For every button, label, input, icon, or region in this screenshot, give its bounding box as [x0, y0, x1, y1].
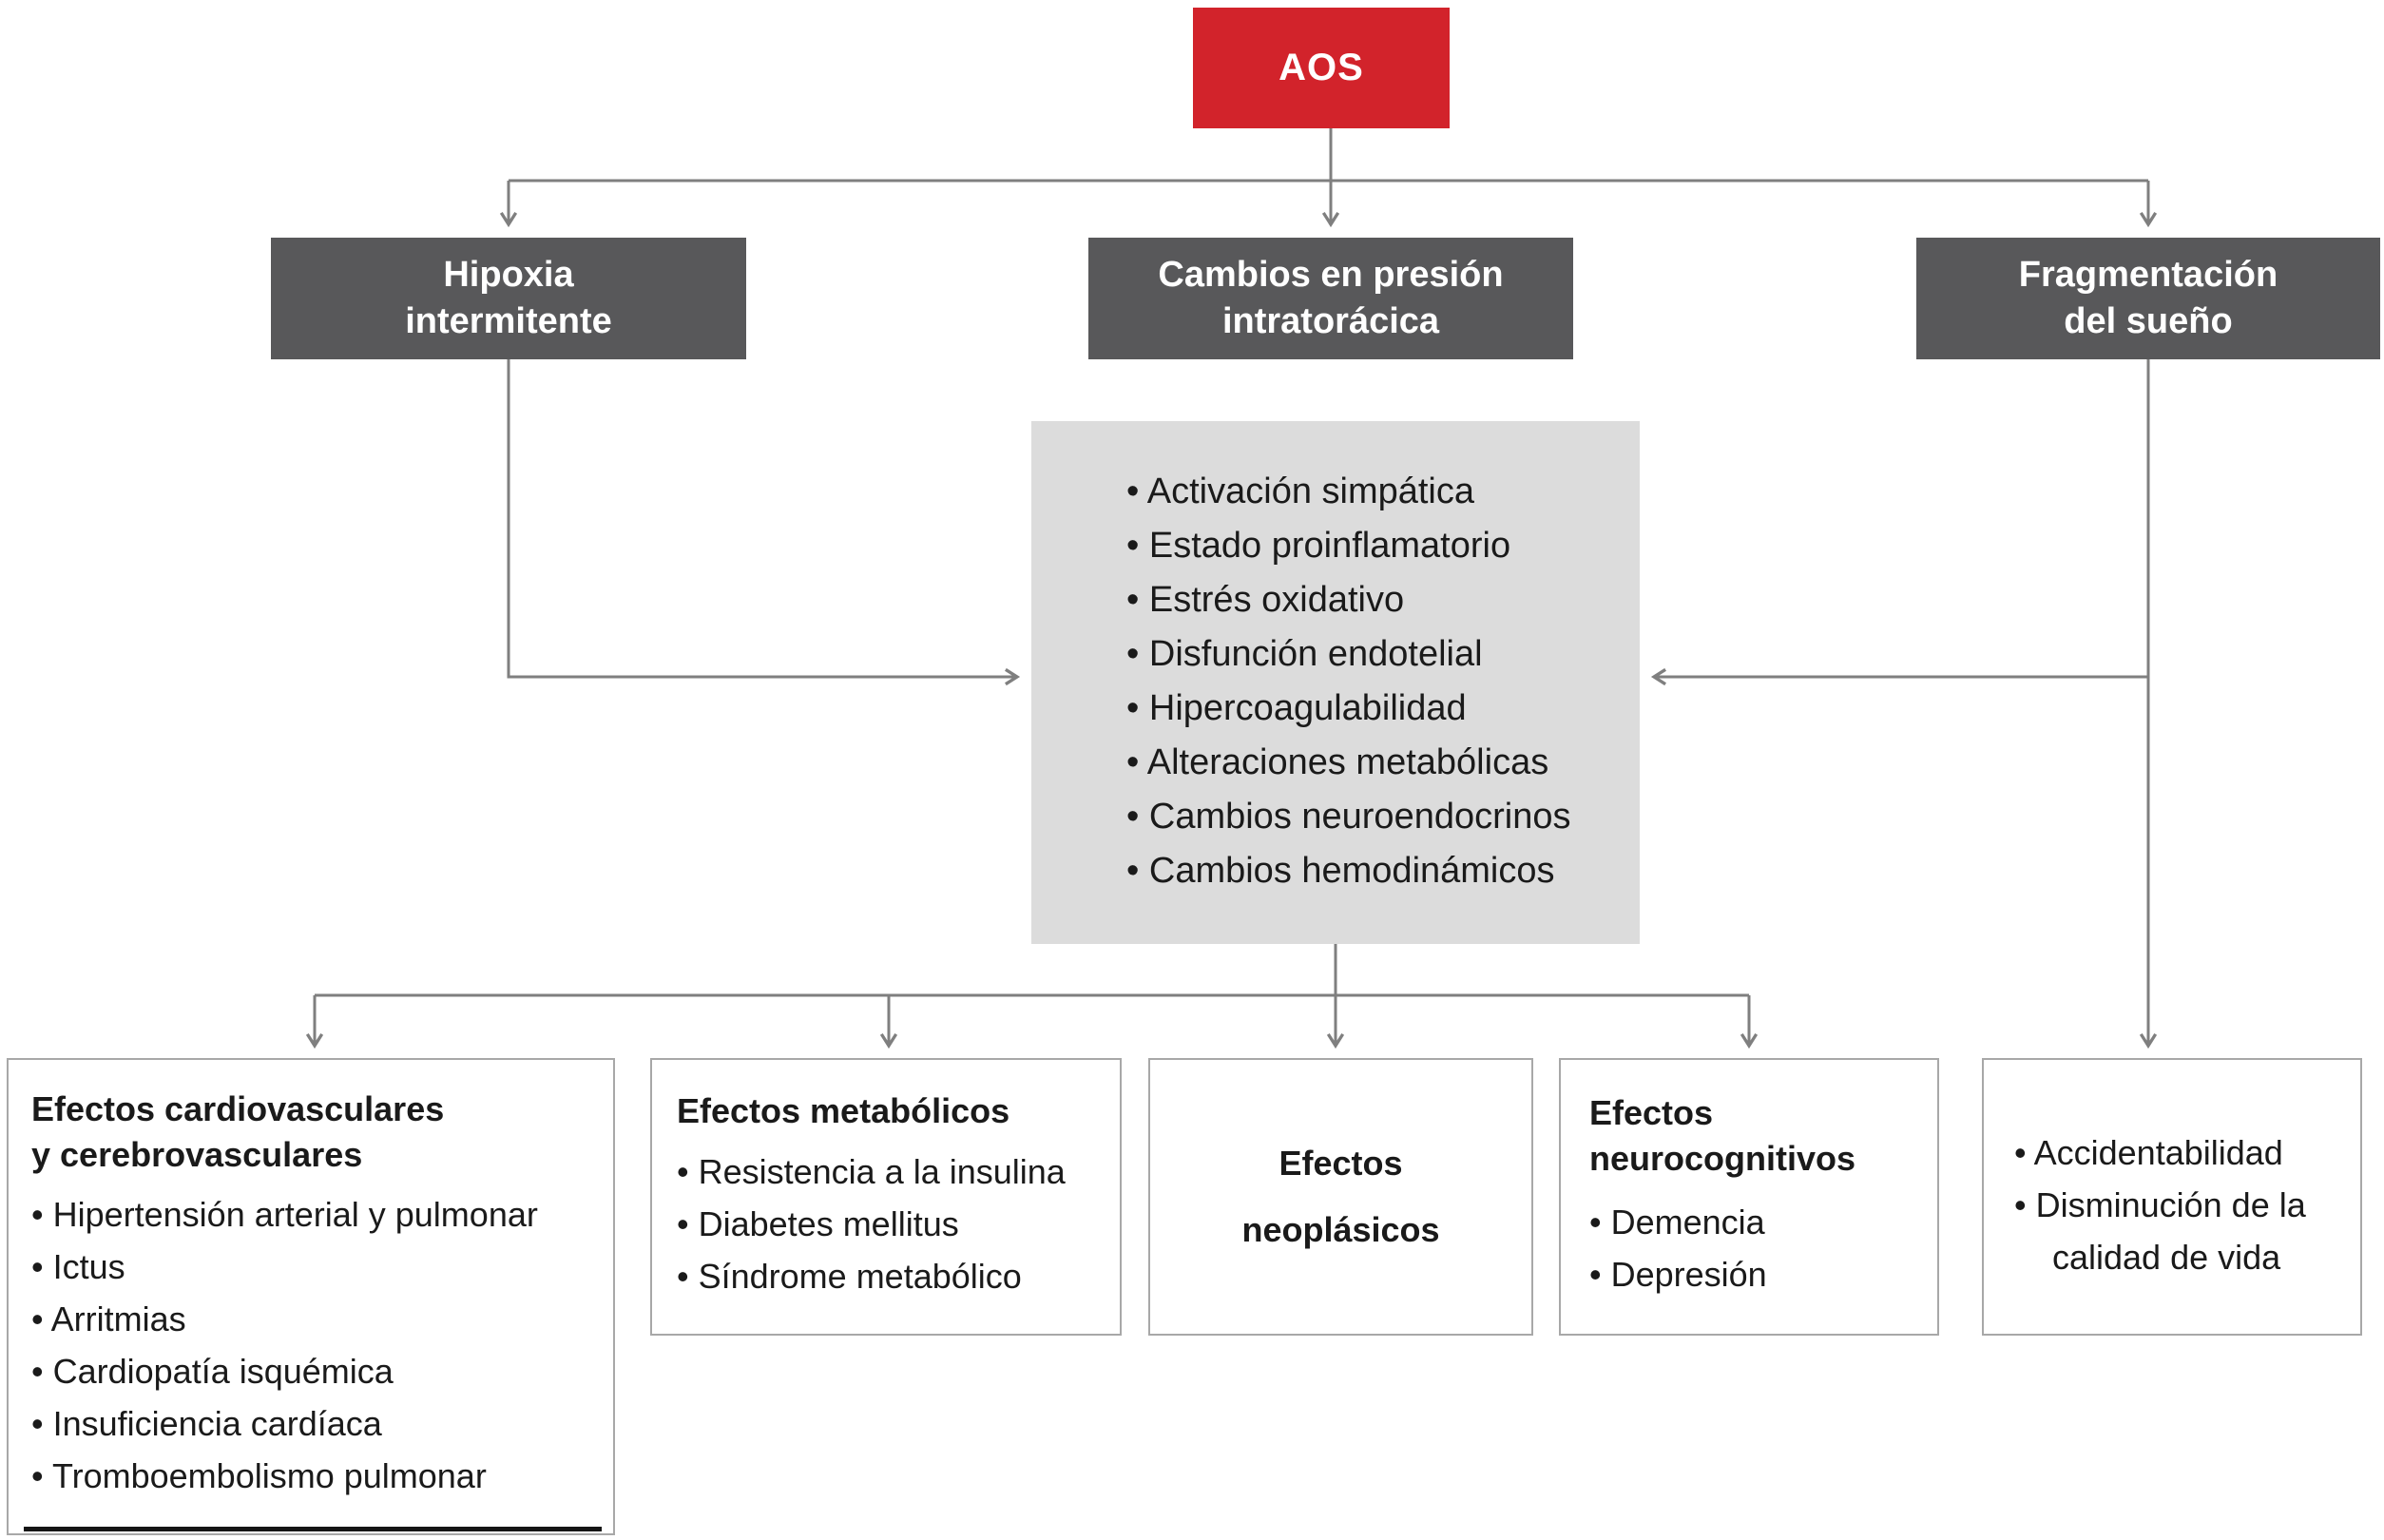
effect-title-metabolic: Efectos metabólicos [677, 1091, 1010, 1130]
effect-box-cardiovascular: Efectos cardiovasculares y cerebrovascul… [7, 1058, 615, 1535]
mechanisms-panel: Activación simpáticaEstado proinflamator… [1031, 421, 1640, 944]
list-item: Activación simpática [1126, 465, 1621, 519]
mechanisms-list: Activación simpáticaEstado proinflamator… [1126, 465, 1621, 898]
list-item: Disminución de la calidad de vida [2014, 1179, 2347, 1283]
effect-title-neoplastic: Efectos neoplásicos [1241, 1143, 1440, 1249]
effect-box-neurocognitive: Efectos neurocognitivos DemenciaDepresió… [1559, 1058, 1939, 1336]
effect-list-accidents: AccidentabilidadDisminución de la calida… [2014, 1126, 2347, 1283]
effect-list-metabolic: Resistencia a la insulinaDiabetes mellit… [677, 1145, 1106, 1302]
effect-box-accidents-quality-of-life: AccidentabilidadDisminución de la calida… [1982, 1058, 2362, 1336]
effect-list-cardiovascular: Hipertensión arterial y pulmonarIctusArr… [31, 1188, 598, 1502]
cause-label-hipoxia: Hipoxia intermitente [405, 255, 612, 341]
cause-label-fragmentacion-sueno: Fragmentación del sueño [2018, 255, 2278, 341]
effect-box-neoplastic: Efectos neoplásicos [1148, 1058, 1533, 1336]
aos-root-box: AOS [1193, 8, 1450, 128]
list-item: Estado proinflamatorio [1126, 519, 1621, 573]
arrow-hipoxia-to-mechanisms [507, 359, 1021, 686]
list-item: Alteraciones metabólicas [1126, 736, 1621, 790]
aos-label: AOS [1279, 47, 1364, 88]
effect-list-neurocognitive: DemenciaDepresión [1589, 1196, 1924, 1300]
list-item: Demencia [1589, 1196, 1924, 1248]
list-item: Accidentabilidad [2014, 1126, 2347, 1179]
list-item: Hipercoagulabilidad [1126, 682, 1621, 736]
list-item: Síndrome metabólico [677, 1250, 1106, 1302]
cause-box-hipoxia: Hipoxia intermitente [271, 238, 746, 359]
list-item: Resistencia a la insulina [677, 1145, 1106, 1198]
effect-box-metabolic: Efectos metabólicos Resistencia a la ins… [650, 1058, 1122, 1336]
list-item: Cambios hemodinámicos [1126, 844, 1621, 898]
list-item: Tromboembolismo pulmonar [31, 1450, 598, 1502]
list-item: Arritmias [31, 1293, 598, 1345]
effect-title-neurocognitive: Efectos neurocognitivos [1589, 1093, 1856, 1178]
list-item: Cambios neuroendocrinos [1126, 790, 1621, 844]
list-item: Disfunción endotelial [1126, 627, 1621, 682]
list-item: Ictus [31, 1241, 598, 1293]
cause-box-fragmentacion-sueno: Fragmentación del sueño [1916, 238, 2380, 359]
list-item: Estrés oxidativo [1126, 573, 1621, 627]
list-item: Hipertensión arterial y pulmonar [31, 1188, 598, 1241]
effect-title-cardiovascular: Efectos cardiovasculares y cerebrovascul… [31, 1089, 445, 1174]
cause-box-presion-intratoracica: Cambios en presión intratorácica [1088, 238, 1573, 359]
list-item: Depresión [1589, 1248, 1924, 1300]
list-item: Cardiopatía isquémica [31, 1345, 598, 1397]
list-item: Diabetes mellitus [677, 1198, 1106, 1250]
list-item: Insuficiencia cardíaca [31, 1397, 598, 1450]
cardiovascular-box-underline [24, 1527, 602, 1531]
cause-label-presion-intratoracica: Cambios en presión intratorácica [1158, 255, 1504, 341]
